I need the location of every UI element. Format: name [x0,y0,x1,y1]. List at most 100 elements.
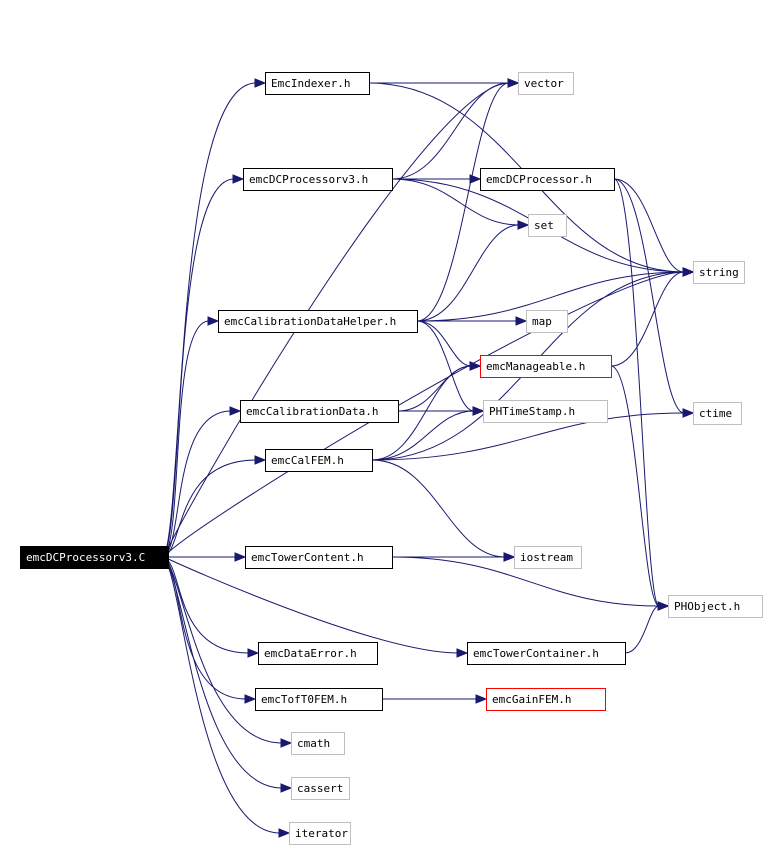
node-label: vector [524,77,564,90]
node-box [668,595,763,618]
edge-root-to-caldata [163,410,232,558]
edge-dcproch-to-phobject [613,178,660,607]
edge-towercontent-to-phobject [391,556,660,607]
edge-calfem-to-manageable [371,365,472,461]
node-ctime: ctime [693,402,742,425]
node-cassert: cassert [291,777,350,800]
edge-calhelper-to-phtime [416,320,475,412]
arrowhead-root-to-caldata [229,406,242,416]
node-emcmanageable-h: emcManageable.h [480,355,612,378]
node-label: emcCalFEM.h [271,454,344,467]
edge-caldata-to-manageable [397,365,472,412]
node-emcdataerror-h[interactable]: emcDataError.h [258,642,378,665]
node-emcindexer-h[interactable]: EmcIndexer.h [265,72,370,95]
node-label: emcCalibrationData.h [246,405,378,418]
edge-root-to-toft0 [163,556,247,700]
edge-root-to-vector [163,82,510,558]
node-label: emcDCProcessor.h [486,173,592,186]
node-label: emcTowerContent.h [251,551,364,564]
node-label: iostream [520,551,573,564]
node-box [518,72,574,95]
node-map: map [526,310,568,333]
node-label: EmcIndexer.h [271,77,350,90]
arrowhead-root-to-calhelper [207,316,220,326]
edge-calhelper-to-string [416,271,685,322]
edge-root-to-dataerror [163,556,250,654]
node-box [528,214,567,237]
arrowhead-root-to-toft0 [244,694,257,704]
edge-root-to-cassert [163,556,283,789]
edge-manageable-to-phobject [610,365,660,607]
edge-root-to-string [163,271,685,558]
arrowhead-towercontainer-to-phobject [657,601,670,611]
node-label: emcDataError.h [264,647,357,660]
arrowhead-towercontent-to-iostream [503,552,516,562]
edge-dcproch-to-ctime [613,178,685,414]
edge-root-to-towercontainer [163,556,459,654]
node-label: cassert [297,782,343,795]
edge-calfem-to-ctime [371,412,685,461]
arrowhead-root-to-iterator [278,828,291,838]
node-label: emcDCProcessorv3.h [249,173,368,186]
node-box [243,168,393,191]
node-label: set [534,219,554,232]
node-cmath: cmath [291,732,345,755]
node-phobject-h: PHObject.h [668,595,763,618]
edge-dcproch-to-string [613,178,685,273]
edge-towercontainer-to-phobject [624,605,660,654]
node-box [526,310,568,333]
edge-dcproc3h-to-set [391,178,520,226]
node-label: emcManageable.h [486,360,585,373]
dependency-nodes: emcDCProcessorv3.C EmcIndexer.h vector emcD… [20,72,763,845]
node-label: map [532,315,552,328]
node-label: emcCalibrationDataHelper.h [224,315,396,328]
node-emcdcprocessor-h[interactable]: emcDCProcessor.h [480,168,615,191]
edge-root-to-cmath [163,556,283,744]
node-emccalfem-h[interactable]: emcCalFEM.h [265,449,373,472]
arrowhead-root-to-emcindexer [254,78,267,88]
node-box [265,449,373,472]
edge-calhelper-to-manageable [416,320,472,367]
node-label: PHObject.h [674,600,740,613]
node-label: emcTofT0FEM.h [261,693,347,706]
edge-calhelper-to-set [416,224,520,322]
node-box [483,400,608,423]
edge-calfem-to-iostream [371,459,506,558]
node-box [480,168,615,191]
node-box [291,732,345,755]
arrowhead-calfem-to-phtime [472,406,485,416]
node-iterator: iterator [289,822,351,845]
node-label: emcTowerContainer.h [473,647,599,660]
node-emctoft0fem-h[interactable]: emcTofT0FEM.h [255,688,383,711]
node-emcgainfem-h: emcGainFEM.h [486,688,606,711]
arrowhead-root-to-calfem [254,455,267,465]
arrowhead-dcproc3h-to-dcproch [469,174,482,184]
edge-calfem-to-phtime [371,410,475,461]
node-emccalibrationdata-h[interactable]: emcCalibrationData.h [240,400,399,423]
edge-root-to-calhelper [163,320,210,558]
node-emccalibrationdatahelper-h[interactable]: emcCalibrationDataHelper.h [218,310,418,333]
node-box [240,400,399,423]
node-box [218,310,418,333]
node-label: cmath [297,737,330,750]
arrowhead-calhelper-to-map [515,316,528,326]
arrowhead-calfem-to-manageable [469,361,482,371]
edge-root-to-emcindexer [163,82,257,558]
arrowhead-calhelper-to-vector [507,78,520,88]
node-box [486,688,606,711]
node-box [467,642,626,665]
node-iostream: iostream [514,546,582,569]
node-phtimestamp-h: PHTimeStamp.h [483,400,608,423]
node-label: emcDCProcessorv3.C [26,551,145,564]
node-emctowercontent-h[interactable]: emcTowerContent.h [245,546,393,569]
dependency-edges [163,78,695,838]
node-emctowercontainer-h[interactable]: emcTowerContainer.h [467,642,626,665]
edge-root-to-dcproc3h [163,178,235,558]
node-emcdcprocessorv3-h[interactable]: emcDCProcessorv3.h [243,168,393,191]
node-string: string [693,261,745,284]
node-box [480,355,612,378]
arrowhead-root-to-towercontainer [456,648,469,658]
node-label: emcGainFEM.h [492,693,571,706]
node-box [258,642,378,665]
